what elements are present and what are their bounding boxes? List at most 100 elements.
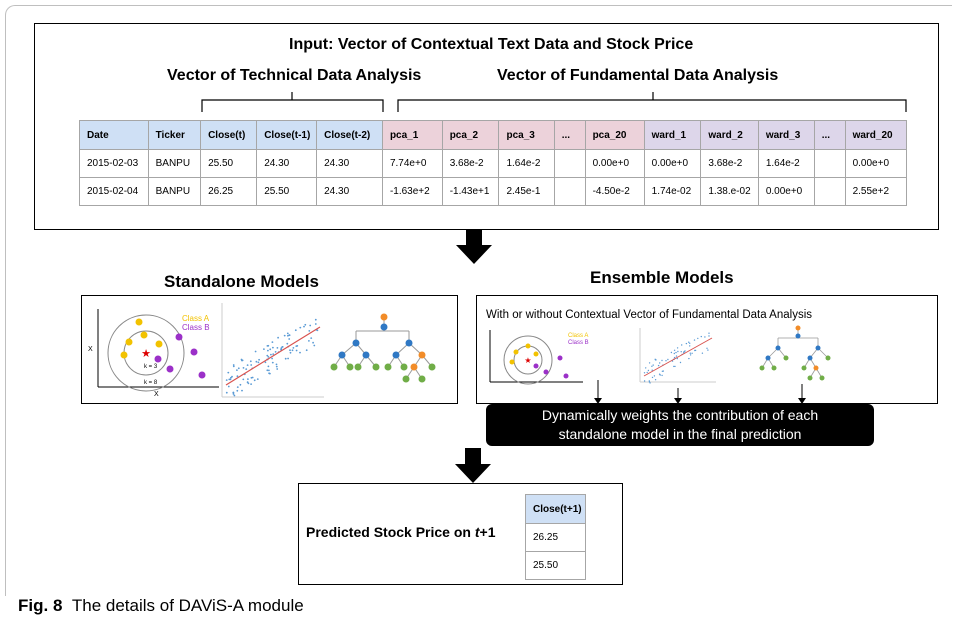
scatter-point: [673, 365, 675, 368]
scatter-point: [253, 379, 256, 382]
table-cell: 1.38.e-02: [700, 177, 759, 206]
scatter-point: [309, 324, 312, 327]
scatter-point: [661, 374, 663, 377]
table-cell: 3.68e-2: [441, 149, 500, 178]
table-cell: [813, 149, 846, 178]
scatter-point: [305, 349, 308, 352]
scatter-point: [706, 347, 708, 349]
scatter-point: [271, 341, 274, 343]
scatter-point: [303, 325, 305, 328]
table-header-cell: ...: [553, 120, 586, 150]
scatter-point: [658, 373, 661, 375]
ensemble-title: Ensemble Models: [590, 268, 734, 287]
scatter-point: [286, 332, 289, 335]
scatter-point: [266, 345, 269, 347]
scatter-point: [271, 361, 274, 364]
standalone-illustrations: ★ Class A Class B k = 3 k = 8 X X: [88, 303, 436, 398]
scatter-point: [289, 349, 291, 352]
table-cell: 2015-02-03: [79, 149, 149, 178]
table-cell: 24.30: [316, 149, 383, 178]
table-cell: 25.50: [256, 177, 318, 206]
scatter-point: [264, 361, 267, 364]
scatter-point: [299, 326, 302, 329]
scatter-point: [684, 350, 686, 352]
scatter-point: [312, 341, 314, 344]
scatter-point: [648, 362, 651, 364]
ensemble-subtitle: With or without Contextual Vector of Fun…: [486, 309, 812, 321]
scatter-point: [659, 362, 661, 364]
table-cell: 7.74e+0: [381, 149, 443, 178]
scatter-point: [679, 361, 682, 364]
scatter-point: [291, 349, 294, 352]
scatter-point: [286, 342, 289, 345]
scatter-point: [228, 378, 231, 381]
table-header-cell: Close(t-2): [316, 120, 383, 150]
scatter-point: [308, 340, 310, 342]
prediction-label: Predicted Stock Price on t+1: [306, 524, 496, 540]
scatter-point: [271, 357, 273, 360]
scatter-point: [299, 351, 301, 354]
scatter-point: [236, 389, 239, 392]
scatter-point: [232, 364, 235, 366]
scatter-point: [708, 332, 710, 334]
table-header-cell: ward_3: [757, 120, 815, 150]
scatter-point: [661, 359, 663, 362]
scatter-point: [287, 334, 289, 337]
down-arrow-2: [455, 448, 491, 483]
scatter-point: [246, 381, 249, 384]
scatter-point: [643, 380, 646, 382]
scatter-point: [256, 378, 259, 380]
scatter-point: [249, 360, 252, 363]
table-cell: 0.00e+0: [757, 177, 815, 206]
scatter-point: [314, 323, 317, 325]
scatter-point: [643, 372, 646, 374]
scatter-point: [250, 376, 253, 379]
svg-text:X: X: [154, 391, 159, 398]
scatter-point: [652, 364, 654, 366]
figure-caption: Fig. 8 The details of DAViS-A module: [18, 596, 304, 615]
prediction-header: Close(t+1): [525, 494, 586, 524]
scatter-point: [231, 375, 233, 378]
svg-text:k = 8: k = 8: [144, 380, 158, 386]
scatter-point: [673, 349, 676, 351]
table-cell: [553, 177, 586, 206]
scatter-point: [694, 349, 696, 352]
scatter-point: [689, 354, 692, 356]
scatter-point: [250, 364, 253, 366]
scatter-point: [700, 335, 702, 338]
table-cell: 1.64e-2: [757, 149, 815, 178]
scatter-point: [651, 376, 654, 379]
scatter-point: [646, 371, 648, 374]
prediction-value: 26.25: [525, 523, 586, 552]
table-cell: 2.45e-1: [498, 177, 555, 206]
table-cell: [553, 149, 586, 178]
scatter-point: [295, 345, 298, 347]
scatter-point: [681, 344, 683, 346]
table-cell: 0.00e+0: [584, 149, 645, 178]
scatter-point: [680, 351, 682, 353]
scatter-point: [267, 349, 269, 352]
scatter-point: [697, 337, 699, 340]
scatter-point: [236, 375, 239, 378]
scatter-point: [287, 357, 289, 360]
scatter-point: [270, 353, 272, 356]
class-a-label: Class A: [182, 314, 210, 323]
scatter-point: [239, 383, 242, 386]
scatter-point: [308, 330, 311, 332]
scatter-point: [242, 367, 245, 369]
scatter-point: [677, 350, 679, 353]
scatter-point: [645, 367, 647, 369]
table-header-cell: Close(t-1): [256, 120, 318, 150]
scatter-point: [255, 360, 258, 363]
scatter-point: [267, 365, 270, 368]
fundamental-label: Vector of Fundamental Data Analysis: [497, 67, 779, 84]
ensemble-box: [476, 295, 938, 404]
scatter-point: [266, 369, 269, 372]
scatter-point: [237, 367, 240, 370]
scatter-point: [225, 391, 228, 394]
table-cell: 2015-02-04: [79, 177, 149, 206]
scatter-point: [688, 357, 690, 360]
table-header-cell: Ticker: [147, 120, 202, 150]
knn-plot: ★ Class A Class B k = 3 k = 8 X X: [88, 309, 219, 398]
